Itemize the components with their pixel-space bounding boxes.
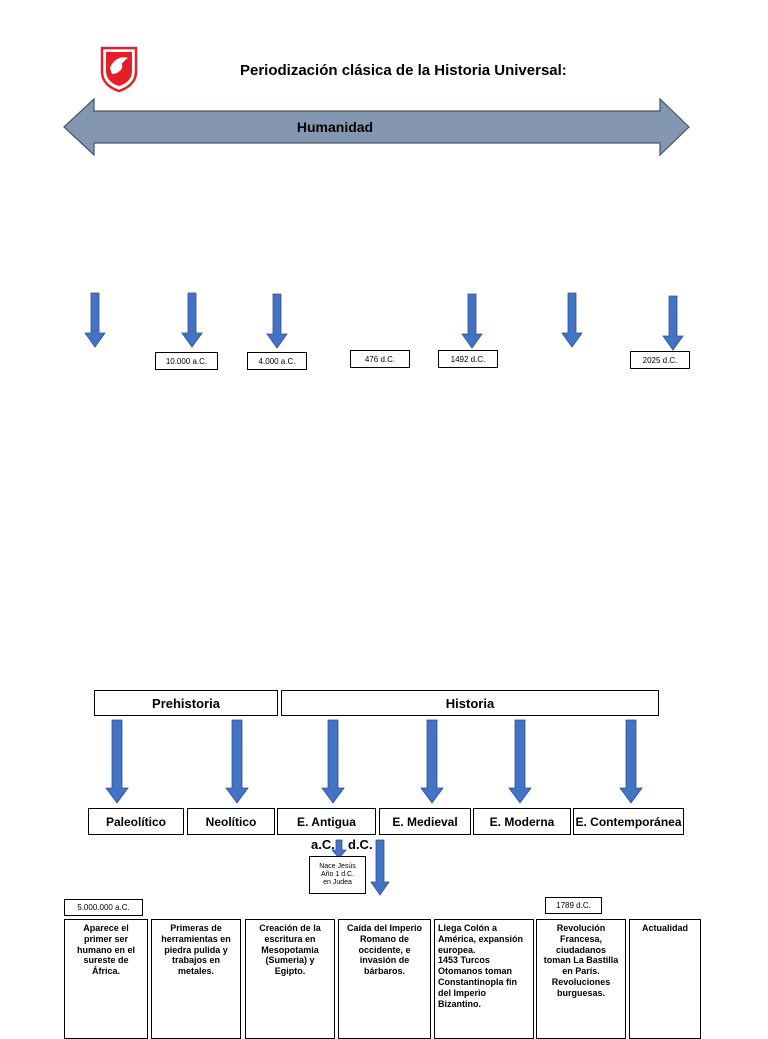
description-line: herramientas en xyxy=(161,933,231,944)
description-line: Primeras de xyxy=(170,923,222,933)
historia-box: Historia xyxy=(281,690,659,716)
description-line: invasión de xyxy=(359,955,410,966)
description-line: metales. xyxy=(177,966,215,977)
date-box: 476 d.C. xyxy=(350,350,410,368)
jesus-down-arrow xyxy=(370,839,390,896)
description-line: ciudadanos xyxy=(555,944,606,955)
era-down-arrow xyxy=(225,719,249,804)
description-line: del Imperio xyxy=(438,987,487,998)
description-line: Actualidad xyxy=(641,923,688,933)
jesus-note-box: Nace Jesús Año 1 d.C. en Judea xyxy=(309,856,366,894)
humanidad-double-arrow xyxy=(63,97,690,157)
description-line: (Sumeria) y xyxy=(265,955,315,966)
description-line: occidente, e xyxy=(358,944,411,955)
description-line: América, expansión xyxy=(438,933,524,944)
ac-label: a.C. xyxy=(311,837,335,852)
down-arrow xyxy=(84,292,106,348)
description-line: Egipto. xyxy=(274,966,306,977)
dove-shield-logo-icon xyxy=(100,46,138,93)
description-line: europea. xyxy=(438,944,476,955)
era-down-arrow xyxy=(321,719,345,804)
description-line: Francesa, xyxy=(559,933,603,944)
description-line: toman La Bastilla xyxy=(543,955,619,966)
era-down-arrow xyxy=(105,719,129,804)
description-line: escritura en xyxy=(264,933,316,944)
description-line: Bizantino. xyxy=(438,998,481,1009)
description-line: África. xyxy=(91,966,120,977)
description-line: burguesas. xyxy=(556,987,605,998)
description-line: sureste de xyxy=(83,955,129,966)
description-line: Creación de la xyxy=(259,923,321,933)
description-line: humano en el xyxy=(76,944,135,955)
down-arrow xyxy=(662,295,684,351)
description-line: trabajos en xyxy=(171,955,220,966)
era-down-arrow xyxy=(619,719,643,804)
description-line: Revolución xyxy=(556,923,606,933)
description-line: Mesopotamia xyxy=(261,944,319,955)
date-box: 4.000 a.C. xyxy=(247,352,307,370)
description-line: Otomanos toman xyxy=(438,966,513,977)
description-line: Caída del Imperio xyxy=(346,923,423,933)
era-medieval: E. Medieval xyxy=(379,808,471,835)
description-line: Aparece el xyxy=(83,923,129,933)
small-down-arrow xyxy=(331,839,347,859)
description-line: bárbaros. xyxy=(363,966,405,977)
description-line: Constantinopla fin xyxy=(438,976,517,987)
down-arrow xyxy=(461,293,483,349)
description-line: piedra pulida y xyxy=(164,944,228,955)
prehistoria-box: Prehistoria xyxy=(94,690,278,716)
era-antigua: E. Antigua xyxy=(277,808,376,835)
era-down-arrow xyxy=(508,719,532,804)
date-box-start: 5.000.000 a.C. xyxy=(64,899,143,916)
page-title: Periodización clásica de la Historia Uni… xyxy=(240,62,567,79)
description-line: primer ser xyxy=(83,933,129,944)
era-down-arrow xyxy=(420,719,444,804)
description-line: 1453 Turcos xyxy=(438,955,490,966)
date-box: 1492 d.C. xyxy=(438,350,498,368)
down-arrow xyxy=(561,292,583,348)
down-arrow xyxy=(266,293,288,349)
down-arrow xyxy=(181,292,203,348)
banner-label: Humanidad xyxy=(296,119,374,135)
era-contemporanea: E. Contemporánea xyxy=(573,808,684,835)
description-line: Llega Colón a xyxy=(438,923,498,933)
era-moderna: E. Moderna xyxy=(473,808,571,835)
date-box-revolution: 1789 d.C. xyxy=(545,897,602,914)
description-line: Romano de xyxy=(359,933,409,944)
date-box: 2025 d.C. xyxy=(630,351,690,369)
dc-label: d.C. xyxy=(348,837,373,852)
description-line: Revoluciones xyxy=(551,976,611,987)
description-box: Actualidad xyxy=(629,919,701,1039)
era-neolitico: Neolítico xyxy=(187,808,275,835)
era-paleolitico: Paleolítico xyxy=(88,808,184,835)
description-line: en París. xyxy=(562,966,600,977)
date-box: 10.000 a.C. xyxy=(155,352,218,370)
